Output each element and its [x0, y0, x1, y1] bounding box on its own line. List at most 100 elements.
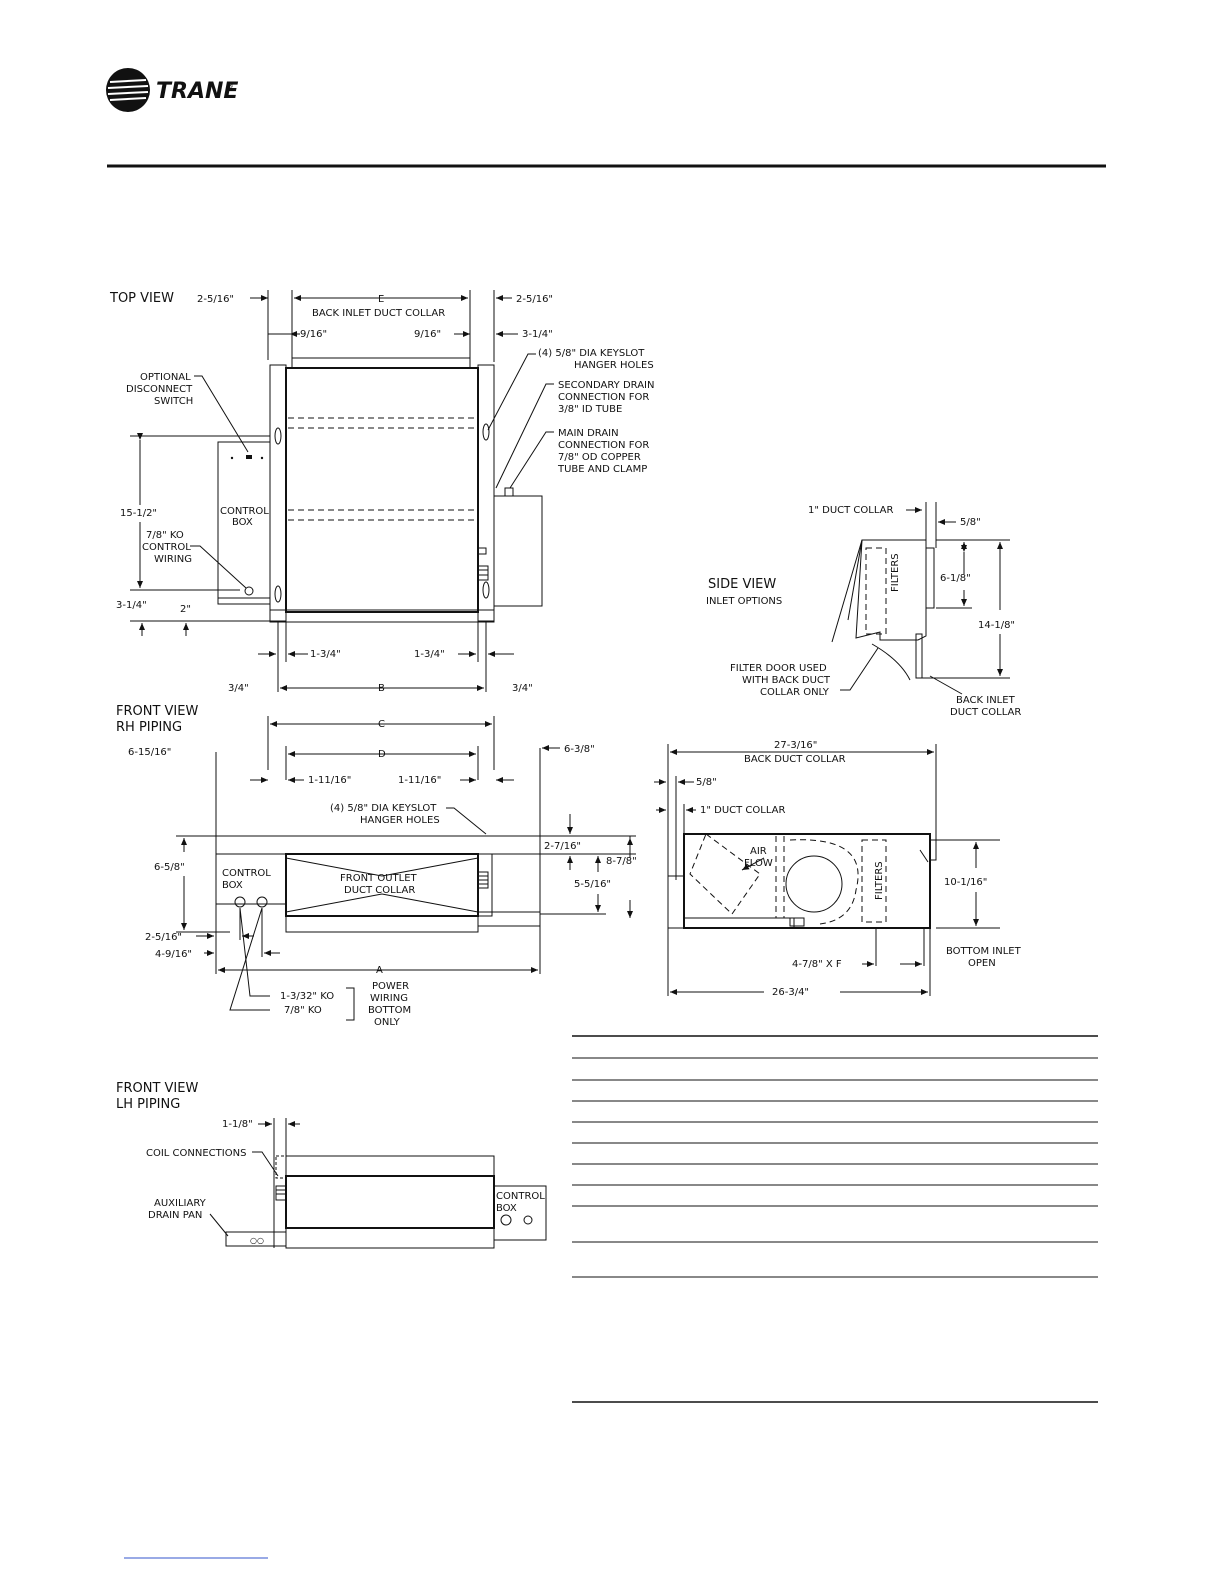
lh-drain-fitting: ○○ — [250, 1236, 264, 1245]
optional-disconnect-3: SWITCH — [154, 396, 193, 407]
side-dim-14-1-8: 14-1/8" — [978, 620, 1015, 631]
side-view-main: 27-3/16" BACK DUCT COLLAR 5/8" 1" DUCT C… — [654, 740, 1022, 998]
side-dim-5-8: 5/8" — [960, 517, 981, 528]
back-inlet-1: BACK INLET — [956, 695, 1016, 706]
dim-B: B — [378, 683, 385, 694]
dim-27-3-16: 27-3/16" — [774, 740, 817, 751]
top-view: TOP VIEW 2-5/16" E BACK INLET DUCT COLLA… — [109, 290, 654, 694]
bottom-inlet-1: BOTTOM INLET — [946, 946, 1022, 957]
dim-4-9-16: 4-9/16" — [155, 949, 192, 960]
drain-box — [493, 495, 543, 607]
dim-9-16-left: 9/16" — [300, 329, 327, 340]
power-wiring-4: ONLY — [374, 1017, 401, 1028]
ko-1-3-32-label: 1-3/32" KO — [280, 991, 334, 1002]
filter-door-2: WITH BACK DUCT — [742, 675, 831, 686]
side-1-duct-collar: 1" DUCT COLLAR — [808, 505, 893, 516]
secondary-drain-1: SECONDARY DRAIN — [558, 380, 654, 391]
top-view-control-box — [217, 441, 271, 605]
side-filters: FILTERS — [890, 553, 901, 592]
lh-ko-1-icon — [500, 1214, 512, 1226]
secondary-drain-3: 3/8" ID TUBE — [558, 404, 622, 415]
dim-6-3-8: 6-3/8" — [564, 744, 595, 755]
blower-wheel-icon — [785, 855, 843, 913]
lh-control-box-1: CONTROL — [496, 1191, 545, 1202]
filter-door-3: COLLAR ONLY — [760, 687, 830, 698]
dim-1-3-4-right: 1-3/4" — [414, 649, 445, 660]
back-duct-collar-label: BACK DUCT COLLAR — [744, 754, 846, 765]
front-keyslot-1: (4) 5/8" DIA KEYSLOT — [330, 803, 437, 814]
aux-drain-1: AUXILIARY — [154, 1198, 207, 1209]
front-lh-control-box — [493, 1185, 547, 1241]
main-drain-3: 7/8" OD COPPER — [558, 452, 641, 463]
top-keyslot-1: (4) 5/8" DIA KEYSLOT — [538, 348, 645, 359]
top-control-box-label-1: CONTROL — [220, 506, 269, 517]
side-view-inlet-options: SIDE VIEW INLET OPTIONS 1" DUCT COLLAR 5… — [706, 502, 1021, 718]
dim-D: D — [378, 749, 386, 760]
dim-1-1-8: 1-1/8" — [222, 1119, 253, 1130]
dim-6-5-8: 6-5/8" — [154, 862, 185, 873]
top-control-box-label-2: BOX — [232, 517, 253, 528]
back-inlet-duct-collar-label: BACK INLET DUCT COLLAR — [312, 308, 445, 319]
main-drain-4: TUBE AND CLAMP — [557, 464, 647, 475]
dim-15-1-2: 15-1/2" — [120, 508, 157, 519]
dim-2-5-16-right: 2-5/16" — [516, 294, 553, 305]
front-rh-control-box-1: CONTROL — [222, 868, 271, 879]
ko-label-1: 7/8" KO — [146, 530, 184, 541]
front-rh-title-1: FRONT VIEW — [116, 704, 198, 719]
dim-3-1-4-top: 3-1/4" — [522, 329, 553, 340]
brand-reg-mark: ® — [227, 82, 234, 90]
power-wiring-3: BOTTOM — [368, 1005, 411, 1016]
dim-E: E — [378, 294, 384, 305]
ko-label-3: WIRING — [154, 554, 192, 565]
main-drain-2: CONNECTION FOR — [558, 440, 649, 451]
dim-3-1-4-left: 3-1/4" — [116, 600, 147, 611]
top-view-title: TOP VIEW — [109, 291, 174, 306]
side-main-1-duct-collar: 1" DUCT COLLAR — [700, 805, 785, 816]
dimension-table-rules — [572, 1035, 1098, 1403]
dim-8-7-8: 8-7/8" — [606, 856, 637, 867]
ko-7-8-label: 7/8" KO — [284, 1005, 322, 1016]
power-wiring-1: POWER — [372, 981, 409, 992]
optional-disconnect-1: OPTIONAL — [140, 372, 191, 383]
front-outlet-2: DUCT COLLAR — [344, 885, 415, 896]
front-rh-control-box-2: BOX — [222, 880, 243, 891]
side-dim-6-1-8: 6-1/8" — [940, 573, 971, 584]
coil-connections-label: COIL CONNECTIONS — [146, 1148, 246, 1159]
front-keyslot-2: HANGER HOLES — [360, 815, 440, 826]
ko-1-3-32-icon — [234, 896, 246, 908]
dim-26-3-4: 26-3/4" — [772, 987, 809, 998]
dim-A: A — [376, 965, 383, 976]
dim-2: 2" — [180, 604, 191, 615]
dim-5-5-16: 5-5/16" — [574, 879, 611, 890]
dim-1-11-16-left: 1-11/16" — [308, 775, 351, 786]
dim-3-4-right: 3/4" — [512, 683, 533, 694]
dim-1-3-4-left: 1-3/4" — [310, 649, 341, 660]
filter-door-1: FILTER DOOR USED — [730, 663, 827, 674]
power-wiring-2: WIRING — [370, 993, 408, 1004]
bottom-inlet-2: OPEN — [968, 958, 996, 969]
secondary-drain-2: CONNECTION FOR — [558, 392, 649, 403]
dim-C: C — [378, 719, 385, 730]
dim-4-7-8-x-F: 4-7/8" X F — [792, 959, 842, 970]
main-drain-1: MAIN DRAIN — [558, 428, 619, 439]
side-view-title: SIDE VIEW — [708, 577, 776, 592]
dim-2-5-16-left: 2-5/16" — [197, 294, 234, 305]
lh-control-box-2: BOX — [496, 1203, 517, 1214]
front-view-rh-piping: FRONT VIEW RH PIPING C D 6-15/16" 6-3/8"… — [116, 704, 637, 1028]
front-lh-title-2: LH PIPING — [116, 1097, 180, 1112]
air-flow-2: FLOW — [744, 858, 773, 869]
ko-7-8-icon — [256, 896, 268, 908]
dim-1-11-16-right: 1-11/16" — [398, 775, 441, 786]
dim-6-15-16: 6-15/16" — [128, 747, 171, 758]
trane-logo-circle-icon — [106, 68, 150, 112]
front-rh-control-box — [215, 853, 287, 905]
front-lh-title-1: FRONT VIEW — [116, 1081, 198, 1096]
dim-2-5-16: 2-5/16" — [145, 932, 182, 943]
dim-9-16-right: 9/16" — [414, 329, 441, 340]
air-flow-1: AIR — [750, 846, 767, 857]
front-rh-title-2: RH PIPING — [116, 720, 182, 735]
ko-label-2: CONTROL — [142, 542, 191, 553]
brand-name: TRANE — [156, 79, 238, 104]
lh-ko-2-icon — [523, 1215, 533, 1225]
